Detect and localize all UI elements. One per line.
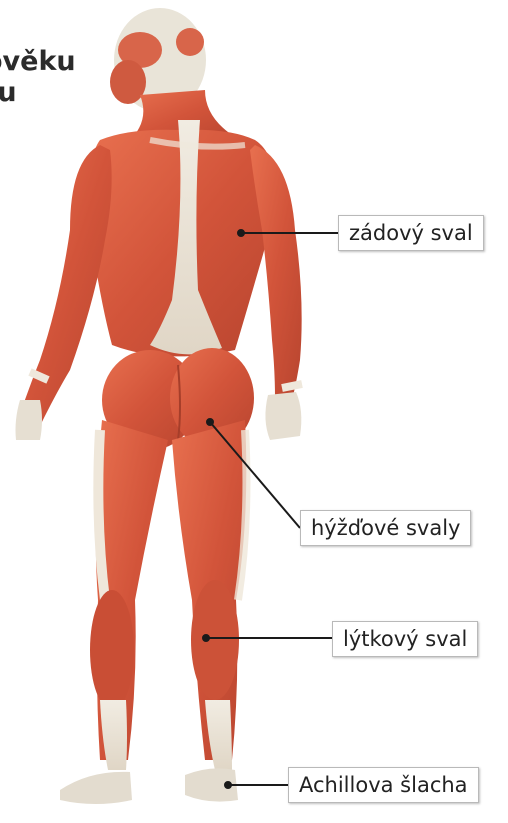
right-hand (265, 392, 301, 440)
label-achilles-text: Achillova šlacha (299, 773, 468, 797)
label-calf-text: lýtkový sval (343, 627, 467, 651)
dot-calf (203, 635, 209, 641)
label-glutes: hýžďové svaly (300, 510, 471, 546)
label-achilles: Achillova šlacha (288, 767, 479, 803)
label-back-muscle: zádový sval (338, 215, 484, 251)
left-arm (18, 145, 112, 430)
dot-achilles (225, 782, 231, 788)
left-foot (60, 772, 132, 804)
left-hand (16, 400, 43, 440)
label-calf: lýtkový sval (332, 621, 478, 657)
label-back-muscle-text: zádový sval (349, 221, 473, 245)
label-glutes-text: hýžďové svaly (311, 516, 460, 540)
calf-muscle (191, 580, 239, 700)
dot-back-muscle (238, 230, 244, 236)
dot-glutes (207, 419, 213, 425)
